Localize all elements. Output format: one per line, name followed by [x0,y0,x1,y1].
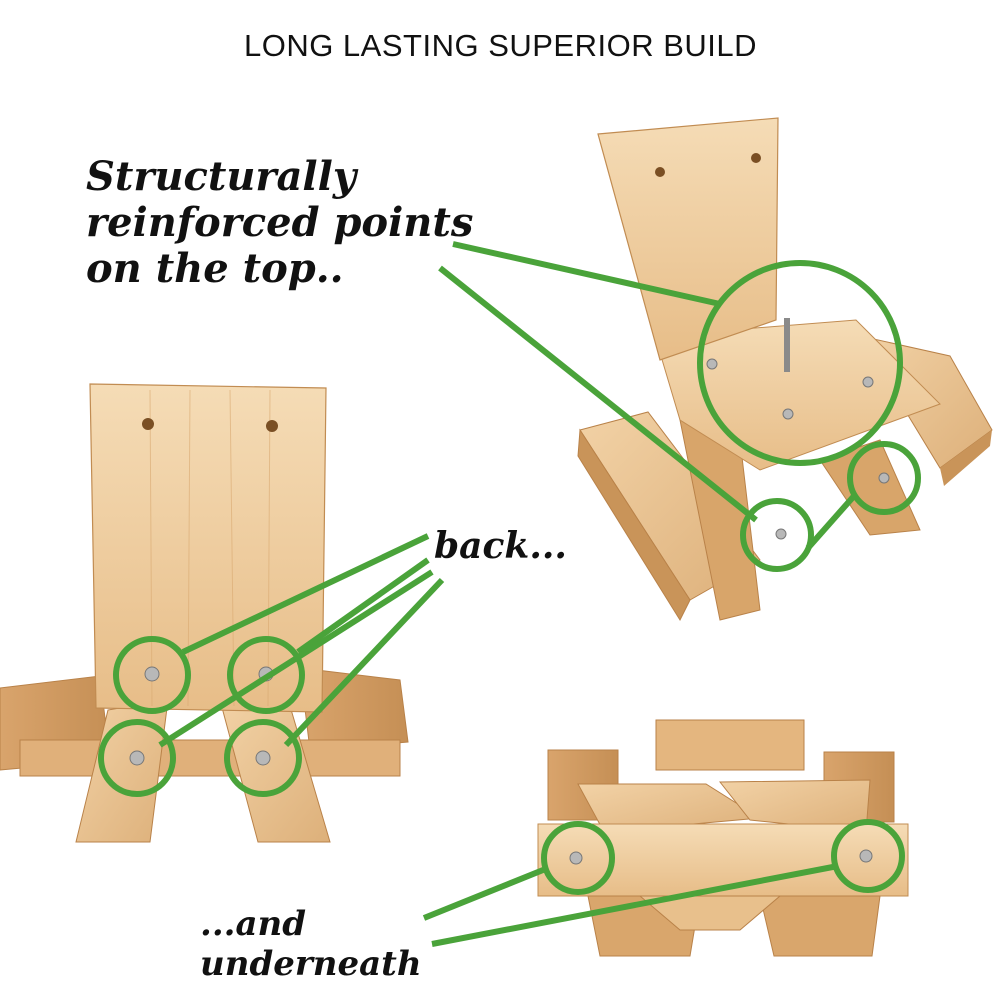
callout-underneath-line-2: underneath [200,944,422,984]
callout-underneath-text: ...and underneath [200,904,422,984]
callout-top-line-1: Structurally [86,153,357,200]
callout-back-text: back... [434,525,567,567]
callout-top-line-2: reinforced points [86,199,474,246]
feeder-underneath-view [537,719,909,957]
callout-underneath-line-1: ...and [200,904,307,944]
callout-top-text: Structurally reinforced points on the to… [86,154,473,292]
page-title: LONG LASTING SUPERIOR BUILD [243,28,758,63]
feeder-front-view [0,383,409,843]
highlight-markers [98,241,921,947]
feeder-angle-view [577,117,993,622]
callout-top-line-3: on the top.. [86,245,344,292]
